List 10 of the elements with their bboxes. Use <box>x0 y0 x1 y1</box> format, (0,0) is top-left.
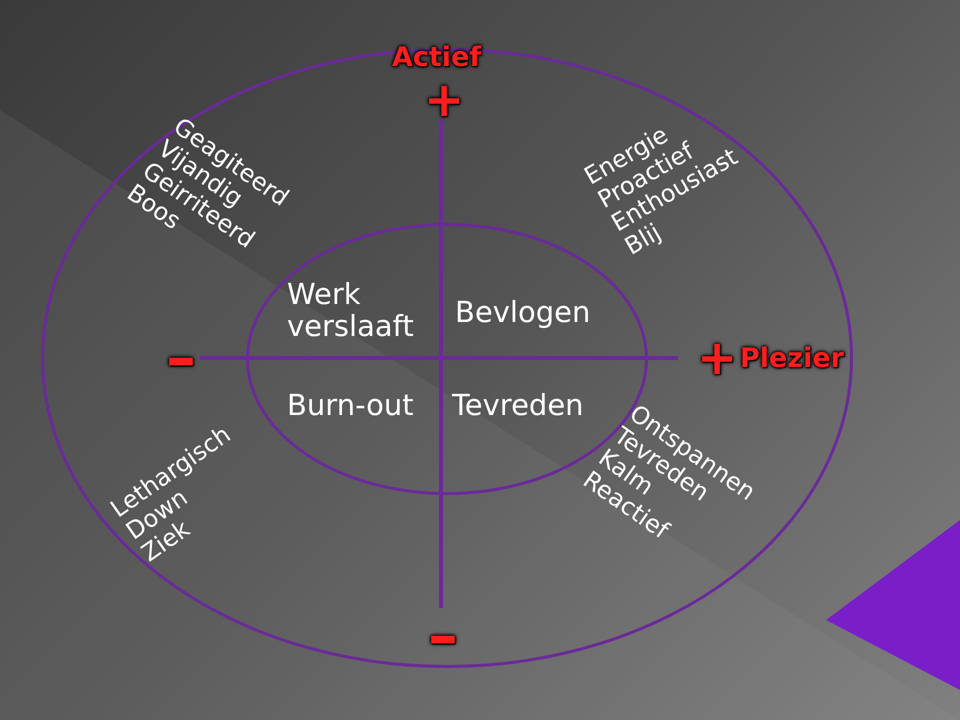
axis-label: Plezier <box>740 345 844 372</box>
plus-sign: + <box>424 76 464 124</box>
minus-sign: – <box>428 606 458 666</box>
quadrant-label: Burn-out <box>287 389 414 422</box>
plus-sign: + <box>697 334 738 382</box>
quadrant-label: Werk verslaaft <box>287 278 414 343</box>
quadrant-label: Tevreden <box>452 389 584 422</box>
quadrant-label: Bevlogen <box>455 296 590 328</box>
minus-sign: – <box>166 328 196 388</box>
axis-label: Actief <box>392 44 482 71</box>
